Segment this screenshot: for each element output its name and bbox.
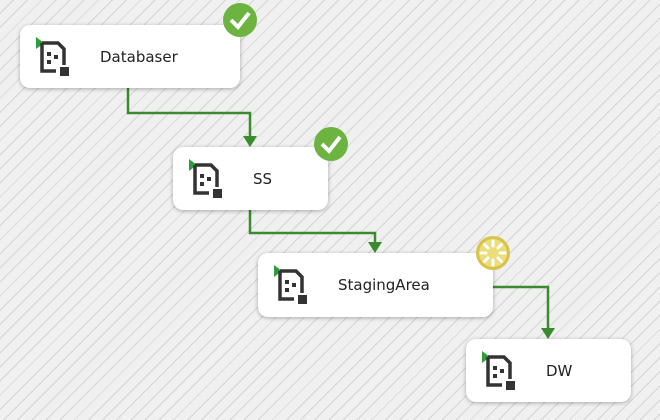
success-check-icon — [223, 3, 257, 37]
task-label: SS — [253, 169, 273, 188]
execute-package-task-icon — [189, 159, 222, 198]
task-label: DW — [546, 361, 573, 380]
task-stagingarea[interactable]: StagingArea — [258, 253, 493, 317]
running-spinner-icon — [476, 236, 510, 270]
task-label: Databaser — [100, 47, 178, 66]
execute-package-task-icon — [482, 351, 515, 390]
execute-package-task-icon — [274, 265, 307, 304]
success-check-icon — [314, 127, 348, 161]
connector-databaser-ss[interactable] — [126, 88, 252, 141]
task-label: StagingArea — [338, 276, 430, 294]
task-databaser[interactable]: Databaser — [20, 25, 240, 88]
task-ss[interactable]: SS — [173, 147, 328, 210]
execute-package-task-icon — [36, 37, 69, 76]
task-dw[interactable]: DW — [466, 339, 631, 402]
connector-stagingarea-dw[interactable] — [493, 285, 550, 333]
connector-ss-stagingarea[interactable] — [248, 210, 377, 247]
